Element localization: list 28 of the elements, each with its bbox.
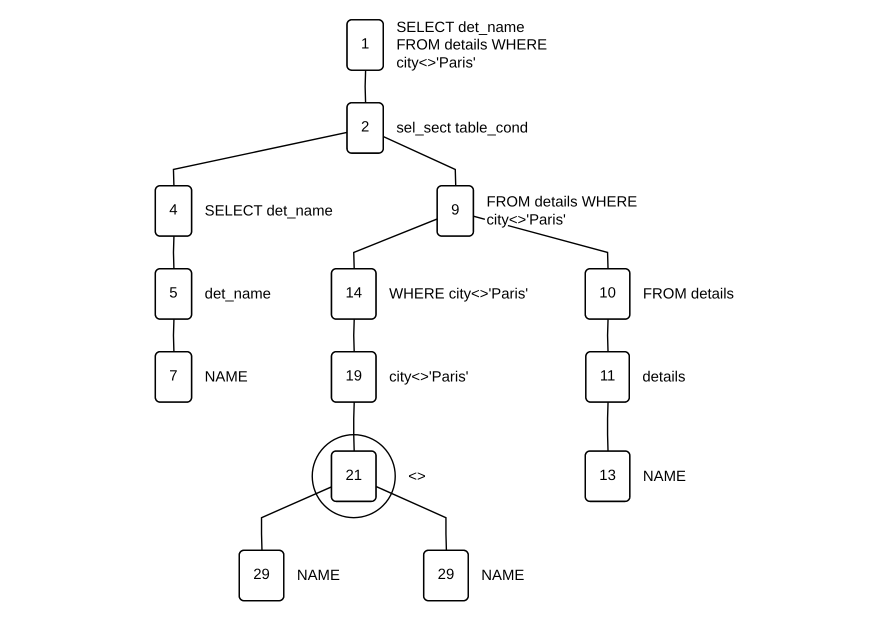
- node-caption: FROM details WHERE city<>'Paris': [486, 194, 638, 228]
- tree-node-box: 2: [346, 102, 384, 154]
- tree-node-box: 19: [330, 350, 377, 402]
- tree-node-box: 29: [238, 549, 285, 601]
- node-caption: NAME: [297, 568, 340, 584]
- tree-node-box: 29: [423, 549, 470, 601]
- tree-node-box: 10: [584, 268, 631, 320]
- tree-node-box: 1: [346, 18, 384, 70]
- node-caption: SELECT det_name: [204, 203, 334, 220]
- node-caption: NAME: [481, 568, 525, 584]
- node-caption: NAME: [643, 468, 686, 484]
- node-caption: NAME: [204, 369, 248, 386]
- tree-node-box: 9: [436, 184, 474, 236]
- tree-node-box: 13: [584, 450, 631, 502]
- tree-node-box: 7: [154, 350, 192, 402]
- node-caption: sel_sect table_cond: [396, 120, 528, 136]
- tree-node-box: 14: [330, 268, 377, 320]
- tree-node-box: 5: [154, 268, 192, 320]
- node-caption: SELECT det_name FROM details WHERE city<>'Paris': [396, 19, 548, 71]
- node-caption: det_name: [204, 286, 272, 302]
- node-caption: WHERE city<>'Paris': [389, 286, 528, 302]
- tree-node-box: 4: [154, 184, 192, 236]
- node-caption: <>: [408, 468, 426, 484]
- tree-node-box: 11: [585, 350, 630, 402]
- node-caption: city<>'Paris': [389, 369, 469, 386]
- tree-node-box: 21: [330, 450, 377, 502]
- node-caption: details: [642, 369, 686, 386]
- node-caption: FROM details: [643, 286, 734, 302]
